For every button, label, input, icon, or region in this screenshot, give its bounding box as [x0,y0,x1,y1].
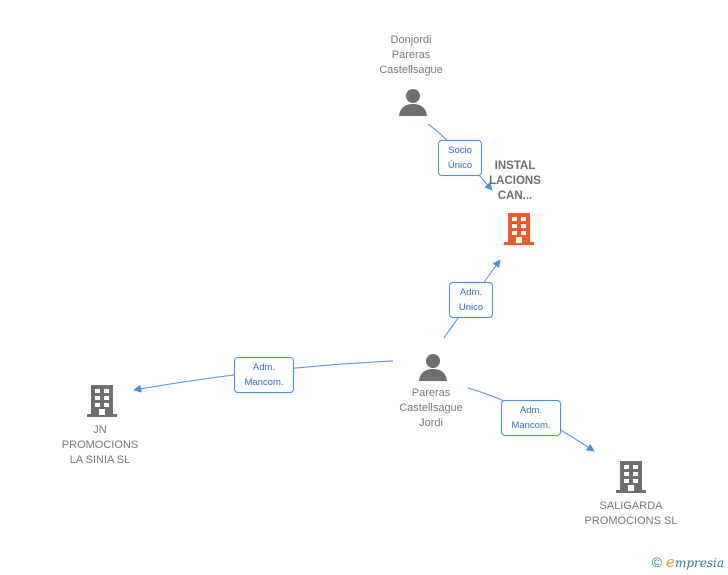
node-label-saligarda: SALIGARDA PROMOCIONS SL [584,500,678,527]
node-label-pareras: Pareras Castellsague Jordi [399,387,463,429]
main-company-building-icon[interactable] [503,212,535,245]
copyright-icon: © [651,554,663,570]
person-icon[interactable] [398,87,428,117]
node-label-jn: JN PROMOCIONS LA SINIA SL [61,424,139,466]
edge-label-adm-unico[interactable]: Adm. Unico [449,282,493,318]
company-building-icon[interactable] [615,460,647,493]
company-building-icon[interactable] [86,384,118,417]
node-label-donjordi: Donjordi Pareras Castellsague [379,34,443,76]
node-label-instal: INSTAL LACIONS CAN... [489,160,541,202]
empresia-logo[interactable]: empresia [666,553,724,571]
footer-brand: ©empresia [652,553,724,571]
edge-label-socio-unico[interactable]: Socio Único [438,140,482,176]
edge-label-adm-mancom-saligarda[interactable]: Adm. Mancom. [501,400,561,436]
person-icon[interactable] [418,352,448,382]
edge-label-adm-mancom-jn[interactable]: Adm. Mancom. [234,357,294,393]
